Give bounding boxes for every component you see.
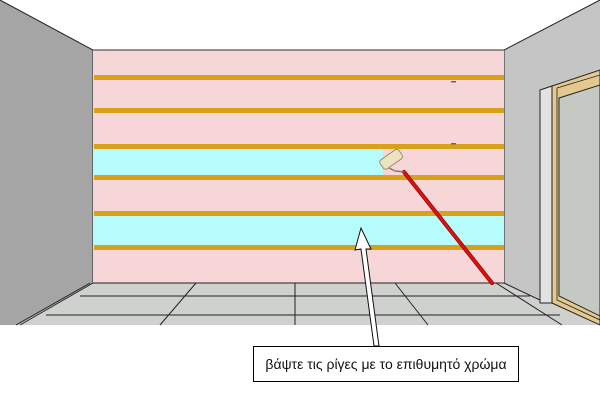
floor-tile-lines — [15, 282, 563, 326]
left-wall — [0, 0, 93, 325]
floor — [18, 283, 600, 325]
painted-band-1 — [93, 149, 383, 177]
caption-text: βάψτε τις ρίγες με το επιθυμητό χρώμα — [265, 356, 507, 372]
glass-door — [539, 69, 600, 326]
instruction-caption: βάψτε τις ρίγες με το επιθυμητό χρώμα — [253, 346, 519, 382]
painted-band-2 — [93, 216, 504, 248]
wall-nails — [451, 81, 456, 145]
tape-stripes — [94, 75, 504, 250]
paint-roller — [379, 148, 494, 285]
